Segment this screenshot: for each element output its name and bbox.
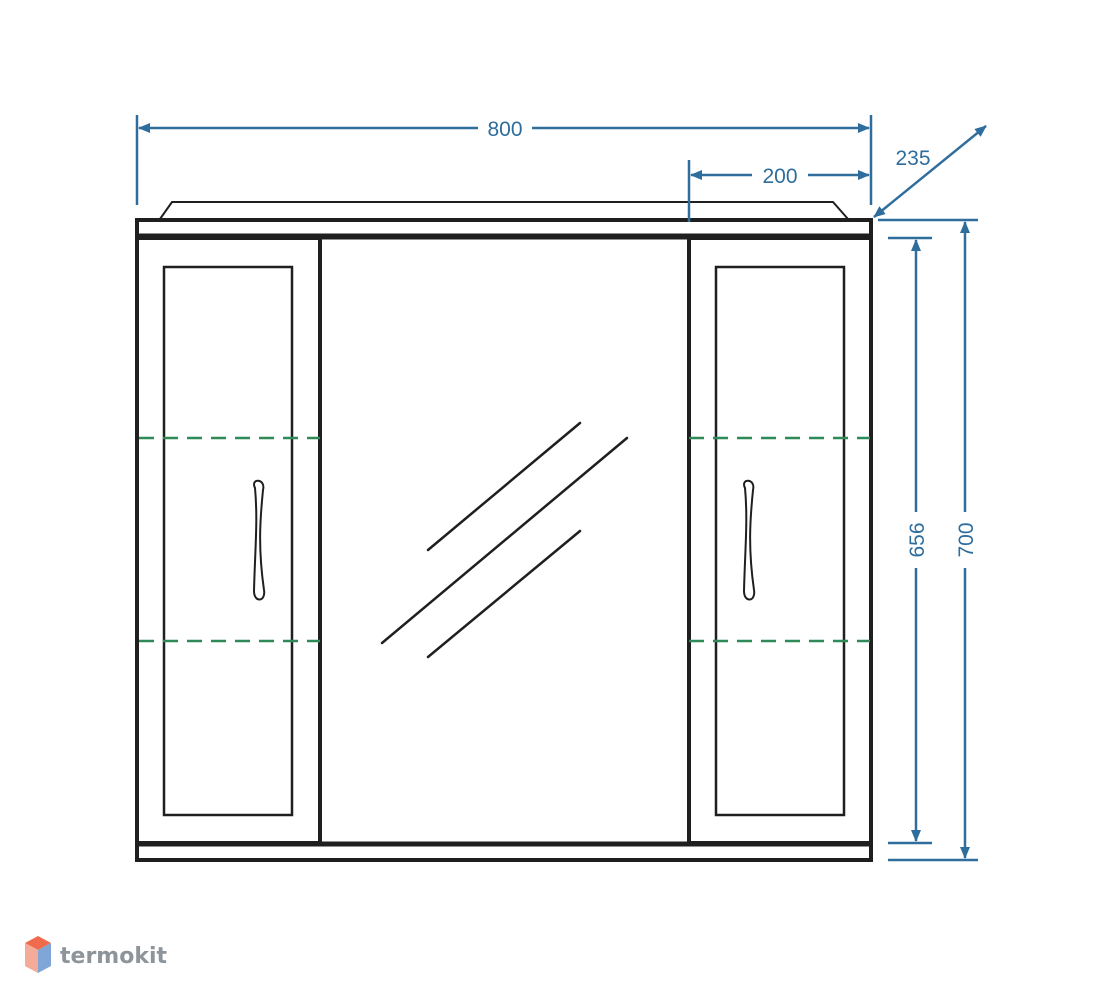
dim-label-200: 200 [762,165,797,188]
top-cornice [159,201,849,220]
cube-icon [25,936,51,973]
dim-label-700: 700 [955,522,978,557]
dim-label-235: 235 [895,147,930,170]
dimension-labels: 800 200 235 656 700 [487,118,978,558]
right-door-handle [742,479,756,601]
logo-text: termokit [60,944,167,969]
left-door-handle [252,479,266,601]
mirror-reflection-lines [380,421,629,659]
right-door [687,236,873,845]
right-door-panel [714,265,846,817]
dim-label-800: 800 [487,118,522,141]
left-door-panel [162,265,294,817]
cabinet [135,201,873,862]
dim-label-656: 656 [906,522,929,557]
termokit-logo: termokit [25,936,167,973]
dimensions [135,115,987,862]
shelves [139,436,870,643]
dim-line-235 [873,125,987,218]
